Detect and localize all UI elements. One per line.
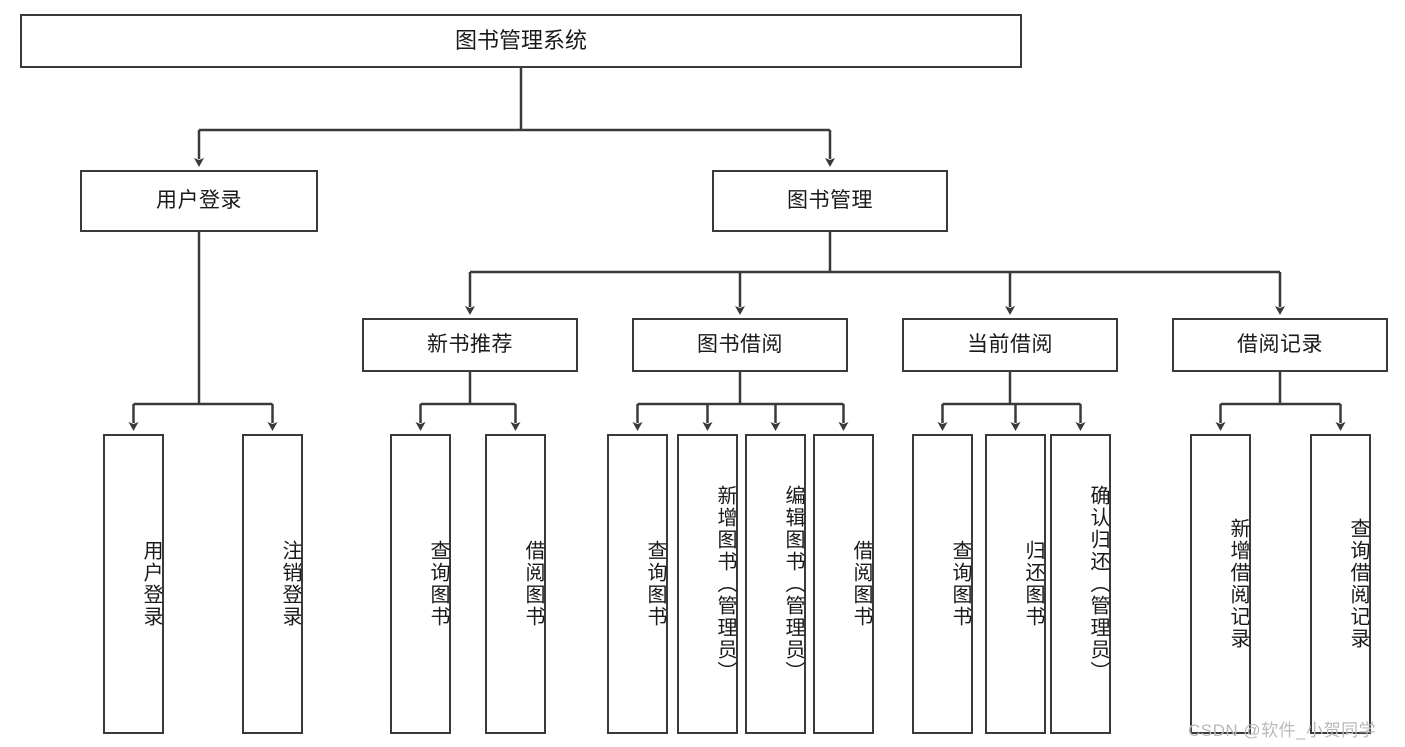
node-label: 借阅记录 xyxy=(1237,333,1323,357)
node-label: 查询图书 xyxy=(644,540,666,628)
leaf-leaf-borrow-book-1[interactable]: 借阅图书 xyxy=(485,434,546,734)
leaf-leaf-borrow-book-2[interactable]: 借阅图书 xyxy=(813,434,874,734)
leaf-leaf-add-record[interactable]: 新增借阅记录 xyxy=(1190,434,1251,734)
node-current-borrow[interactable]: 当前借阅 xyxy=(902,318,1118,372)
node-book-borrow[interactable]: 图书借阅 xyxy=(632,318,848,372)
node-label: 注销登录 xyxy=(279,540,301,628)
leaf-leaf-user-login[interactable]: 用户登录 xyxy=(103,434,164,734)
node-label: 借阅图书 xyxy=(522,540,544,628)
node-label: 归还图书 xyxy=(1022,540,1044,628)
leaf-leaf-add-book[interactable]: 新增图书（管理员） xyxy=(677,434,738,734)
node-user-login[interactable]: 用户登录 xyxy=(80,170,318,232)
node-label: 新增图书（管理员） xyxy=(714,485,736,683)
leaf-leaf-edit-book[interactable]: 编辑图书（管理员） xyxy=(745,434,806,734)
node-label: 查询图书 xyxy=(427,540,449,628)
leaf-leaf-query-book-3[interactable]: 查询图书 xyxy=(912,434,973,734)
leaf-leaf-logout-login[interactable]: 注销登录 xyxy=(242,434,303,734)
node-label: 新书推荐 xyxy=(427,333,513,357)
leaf-leaf-confirm-return[interactable]: 确认归还（管理员） xyxy=(1050,434,1111,734)
node-label: 用户登录 xyxy=(156,189,242,213)
csdn-watermark: CSDN @软件_小贺同学 xyxy=(1188,721,1377,740)
node-label: 查询借阅记录 xyxy=(1347,518,1369,650)
node-label: 图书管理系统 xyxy=(454,27,587,53)
node-label: 图书管理 xyxy=(787,189,873,213)
node-label: 借阅图书 xyxy=(850,540,872,628)
root-node-root[interactable]: 图书管理系统 xyxy=(20,14,1022,68)
leaf-leaf-query-book-1[interactable]: 查询图书 xyxy=(390,434,451,734)
node-label: 确认归还（管理员） xyxy=(1087,485,1109,683)
node-label: 新增借阅记录 xyxy=(1227,518,1249,650)
leaf-leaf-query-book-2[interactable]: 查询图书 xyxy=(607,434,668,734)
node-label: 查询图书 xyxy=(949,540,971,628)
node-label: 当前借阅 xyxy=(967,333,1053,357)
node-label: 编辑图书（管理员） xyxy=(782,485,804,683)
node-label: 用户登录 xyxy=(140,540,162,628)
leaf-leaf-query-record[interactable]: 查询借阅记录 xyxy=(1310,434,1371,734)
node-label: 图书借阅 xyxy=(697,333,783,357)
leaf-leaf-return-book[interactable]: 归还图书 xyxy=(985,434,1046,734)
node-borrow-record[interactable]: 借阅记录 xyxy=(1172,318,1388,372)
node-new-book-recommend[interactable]: 新书推荐 xyxy=(362,318,578,372)
node-book-manage[interactable]: 图书管理 xyxy=(712,170,948,232)
